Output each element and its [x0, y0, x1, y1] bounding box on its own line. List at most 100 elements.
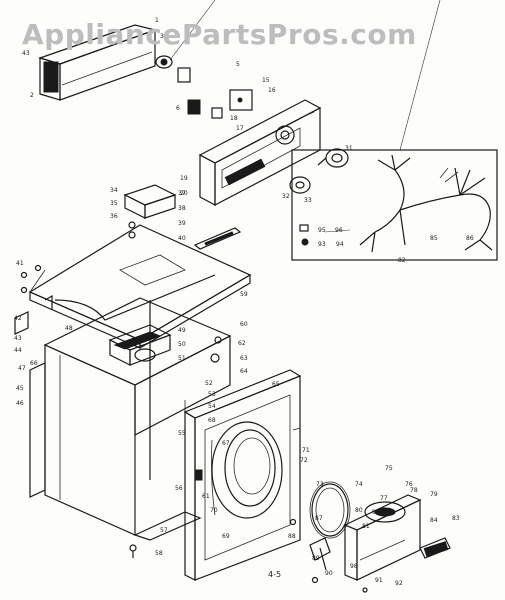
screws — [129, 518, 368, 593]
callout: 18 — [230, 115, 238, 122]
callout: 80 — [355, 507, 363, 514]
callout: 63 — [240, 355, 248, 362]
callout: 48 — [65, 325, 73, 332]
callout: 73 — [316, 481, 324, 488]
callout: 58 — [155, 550, 163, 557]
callout: 92 — [395, 580, 403, 587]
timer-knob-part — [155, 55, 191, 83]
callout: 96 — [335, 227, 343, 234]
callout: 70 — [210, 507, 218, 514]
callout: 89 — [312, 555, 320, 562]
callout: 1 — [155, 17, 159, 24]
door-assembly — [343, 494, 451, 581]
callout: 85 — [430, 235, 438, 242]
callout: 43 — [22, 50, 30, 57]
callout: 65 — [272, 381, 280, 388]
callout: 35 — [110, 200, 118, 207]
callout: 94 — [336, 241, 344, 248]
callout: 37 — [178, 190, 186, 197]
leader-top-1 — [169, 0, 216, 61]
callout: 6 — [176, 105, 180, 112]
callout: 78 — [410, 487, 418, 494]
top-panel-part — [28, 224, 252, 350]
leader-top-2 — [399, 0, 441, 151]
callout: 42 — [14, 315, 22, 322]
callout: 68 — [208, 417, 216, 424]
top-trim-part — [38, 24, 158, 101]
callout: 33 — [304, 197, 312, 204]
callout: 66 — [30, 360, 38, 367]
callout: 93 — [318, 241, 326, 248]
control-console-panel — [198, 99, 322, 206]
callout: 91 — [375, 577, 383, 584]
cabinet-body — [29, 297, 232, 541]
callout: 69 — [222, 533, 230, 540]
callout: 44 — [14, 347, 22, 354]
callout: 15 — [262, 77, 270, 84]
callout: 53 — [208, 391, 216, 398]
callout: 79 — [430, 491, 438, 498]
callout: 86 — [466, 235, 474, 242]
callout: 39 — [178, 220, 186, 227]
callout: 34 — [110, 187, 118, 194]
callout: 60 — [240, 321, 248, 328]
callout: 77 — [380, 495, 388, 502]
callout: 81 — [362, 523, 370, 530]
callout: 72 — [300, 457, 308, 464]
callout: 41 — [16, 260, 24, 267]
callout: 95 — [318, 227, 326, 234]
left-hardware-parts — [14, 264, 53, 335]
front-panel-part — [183, 369, 302, 581]
callout: 88 — [288, 533, 296, 540]
callout: 32 — [282, 193, 290, 200]
callout: 52 — [205, 380, 213, 387]
callout: 43 — [14, 335, 22, 342]
callout: 74 — [355, 481, 363, 488]
callout: 84 — [430, 517, 438, 524]
callout: 49 — [178, 327, 186, 334]
callout: 57 — [160, 527, 168, 534]
callout: 38 — [178, 205, 186, 212]
callout: 75 — [385, 465, 393, 472]
callout: 97 — [372, 509, 380, 516]
callout: 51 — [178, 355, 186, 362]
lid-bracket-part — [123, 184, 177, 239]
callout: 71 — [302, 447, 310, 454]
callout: 59 — [240, 291, 248, 298]
callout: 50 — [178, 341, 186, 348]
control-knobs — [289, 148, 349, 194]
hinge-part — [193, 227, 242, 250]
wiring-harness-inset — [291, 149, 498, 261]
callout: 82 — [398, 257, 406, 264]
callout: 62 — [238, 340, 246, 347]
callout: 64 — [240, 368, 248, 375]
callout: 5 — [236, 61, 240, 68]
callout: 19 — [180, 175, 188, 182]
callout: 40 — [178, 235, 186, 242]
watermark-logo: AppliancePartsPros.com — [22, 18, 417, 51]
heater-assembly — [108, 324, 222, 366]
callout: 2 — [30, 92, 34, 99]
callout: 87 — [315, 515, 323, 522]
callout: 31 — [345, 145, 353, 152]
callout: 56 — [175, 485, 183, 492]
callout: 67 — [222, 440, 230, 447]
callout: 17 — [236, 125, 244, 132]
callout: 3 — [160, 33, 164, 40]
callout: 83 — [452, 515, 460, 522]
callout: 20 — [180, 190, 188, 197]
callout: 47 — [18, 365, 26, 372]
callout: 98 — [350, 563, 358, 570]
callout: 16 — [268, 87, 276, 94]
callout-labels: 1 3 2 43 5 6 15 16 17 18 19 20 31 32 33 … — [14, 17, 474, 587]
page-label: 4-5 — [268, 570, 282, 579]
callout: 54 — [208, 403, 216, 410]
console-switches — [187, 89, 253, 119]
callout: 46 — [16, 400, 24, 407]
door-seal-ring — [309, 481, 351, 539]
callout: 36 — [110, 213, 118, 220]
callout: 76 — [405, 481, 413, 488]
callout: 61 — [202, 493, 210, 500]
